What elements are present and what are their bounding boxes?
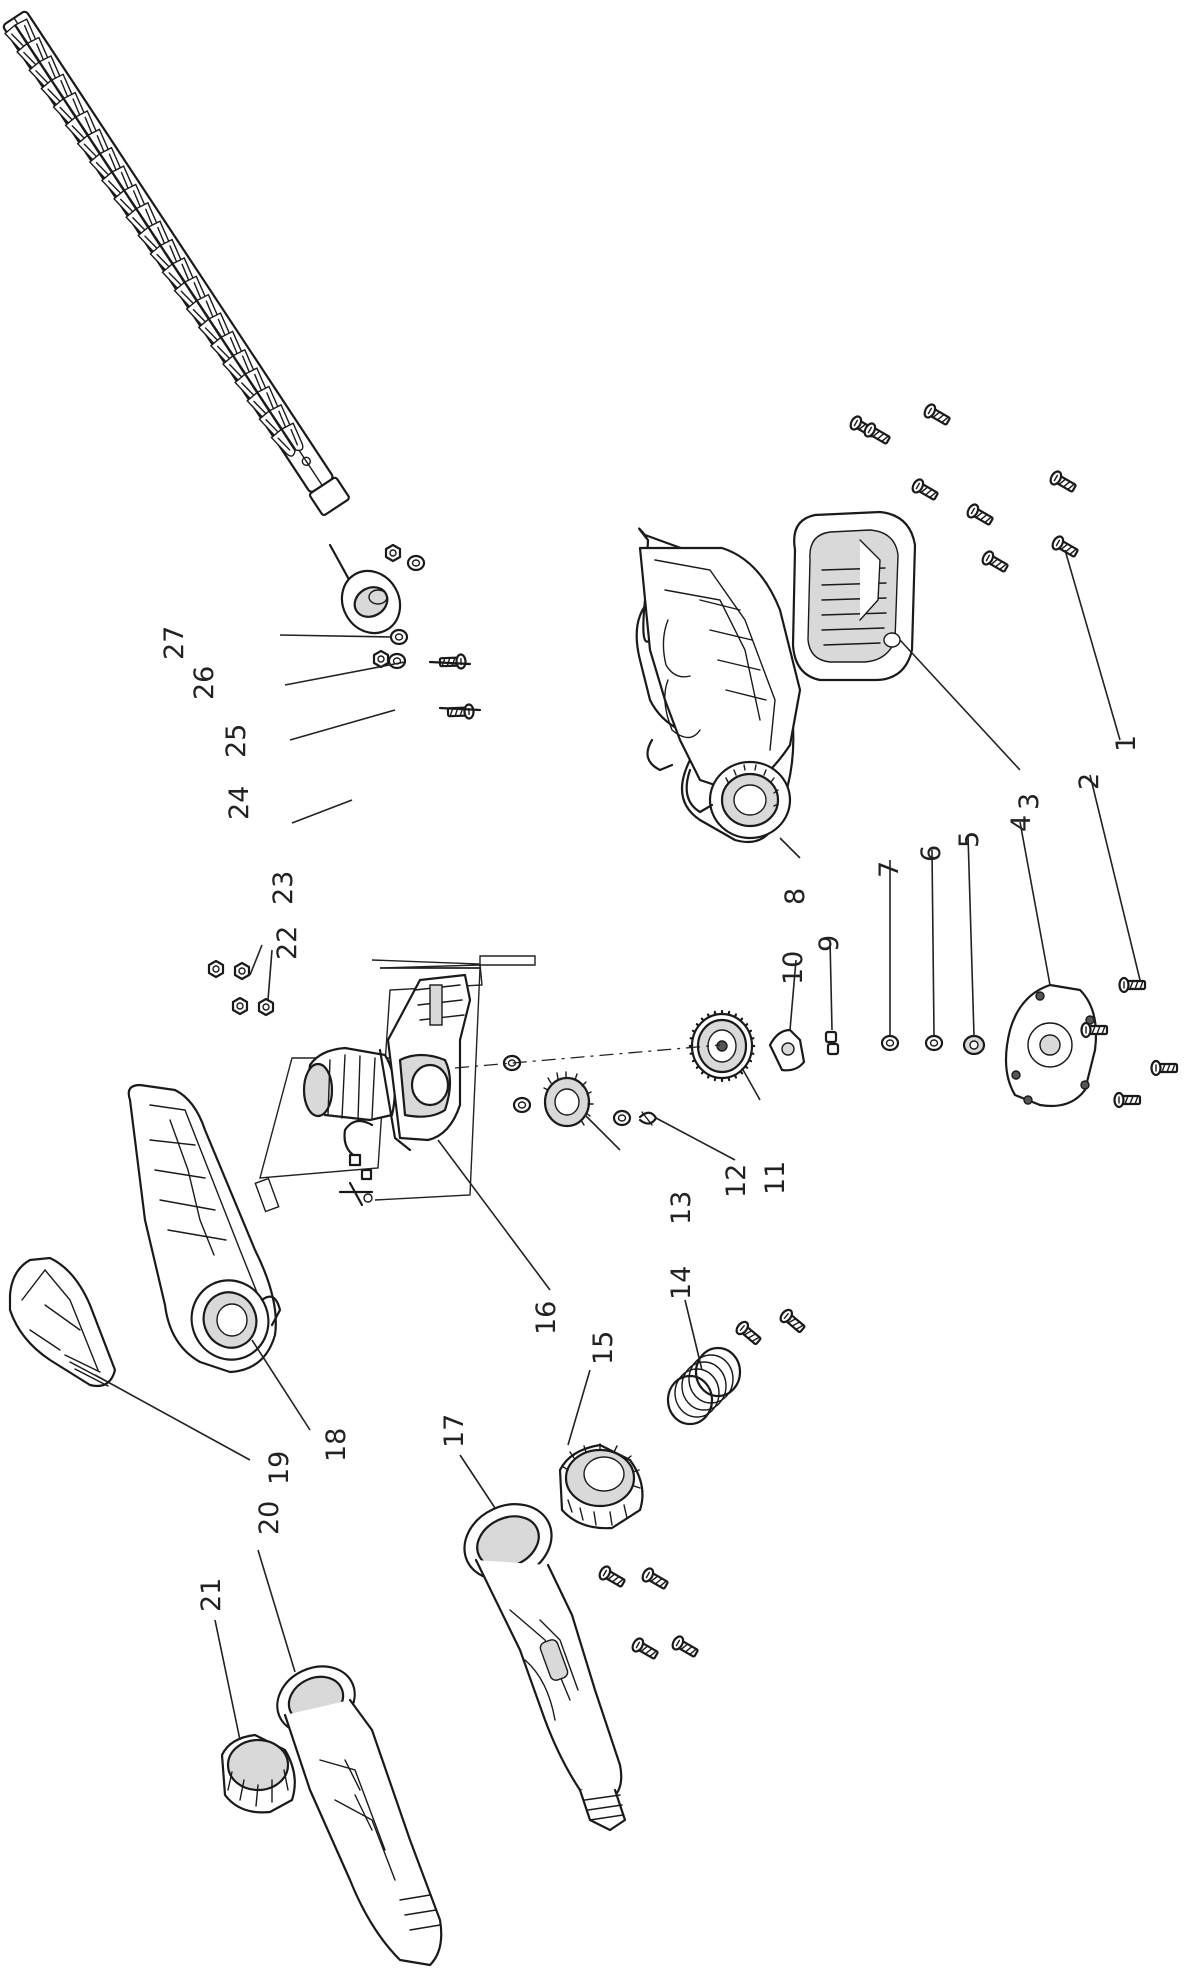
callout-10: 10 <box>778 951 809 985</box>
part-17-screws <box>596 1563 701 1663</box>
callout-16: 16 <box>531 1301 562 1335</box>
part-17-handle <box>463 1503 627 1832</box>
callout-12: 12 <box>721 1164 752 1198</box>
axis-line-gear <box>454 1044 721 1069</box>
callout-4: 4 <box>1006 815 1037 832</box>
callout-3: 3 <box>1014 793 1045 810</box>
callout-14: 14 <box>666 1266 697 1300</box>
part-21-collar <box>220 1733 296 1814</box>
callout-21: 21 <box>196 1578 227 1612</box>
callout-23: 23 <box>268 871 299 905</box>
callout-24: 24 <box>224 786 255 820</box>
part-12-washer <box>612 1109 632 1127</box>
part-24-connecting-link <box>328 543 402 635</box>
callout-5: 5 <box>954 831 985 848</box>
blade-teeth <box>1 17 304 459</box>
part-6-washer <box>924 1034 944 1052</box>
part-8-front-housing <box>635 527 802 844</box>
callout-1: 1 <box>1111 735 1142 752</box>
part-14-spring <box>666 1346 742 1426</box>
callout-17: 17 <box>439 1414 470 1448</box>
part-9-pin <box>824 1030 840 1056</box>
callout-6: 6 <box>916 845 947 862</box>
part-10-eccentric-cam <box>768 1028 806 1072</box>
callout-27: 27 <box>159 626 190 660</box>
callout-25: 25 <box>221 724 252 758</box>
callout-18: 18 <box>321 1428 352 1462</box>
callout-26: 26 <box>189 666 220 700</box>
part-7-washer <box>880 1034 900 1052</box>
callout-13: 13 <box>666 1191 697 1225</box>
part-16-motor-assembly <box>259 955 536 1207</box>
part-19-hand-guard <box>8 1256 117 1388</box>
callout-15: 15 <box>588 1331 619 1365</box>
callout-2: 2 <box>1074 773 1105 790</box>
part-12-circlip <box>638 1111 658 1126</box>
part-4-gear-cover-plate <box>1004 983 1098 1108</box>
callout-11: 11 <box>760 1161 791 1195</box>
part-11-main-gear <box>688 1009 756 1083</box>
callout-22: 22 <box>272 926 303 960</box>
part-14-screws <box>733 1306 808 1348</box>
part-3-motor-cover <box>791 510 917 682</box>
part-20-rear-handle <box>276 1665 443 1967</box>
callout-8: 8 <box>780 888 811 905</box>
part-27-bolt <box>389 628 482 721</box>
part-13-pinion-gear <box>543 1071 594 1128</box>
part-15-locking-collar <box>558 1443 644 1530</box>
part-5-bearing <box>962 1034 986 1056</box>
callout-20: 20 <box>254 1501 285 1535</box>
callout-9: 9 <box>814 935 845 952</box>
callout-19: 19 <box>264 1451 295 1485</box>
part-18-rear-housing <box>127 1083 282 1374</box>
leader-lines <box>94 549 1141 1741</box>
callout-7: 7 <box>874 861 905 878</box>
callout-labels: 1 2 3 4 5 6 7 8 9 10 11 12 13 14 15 16 1… <box>159 626 1142 1612</box>
